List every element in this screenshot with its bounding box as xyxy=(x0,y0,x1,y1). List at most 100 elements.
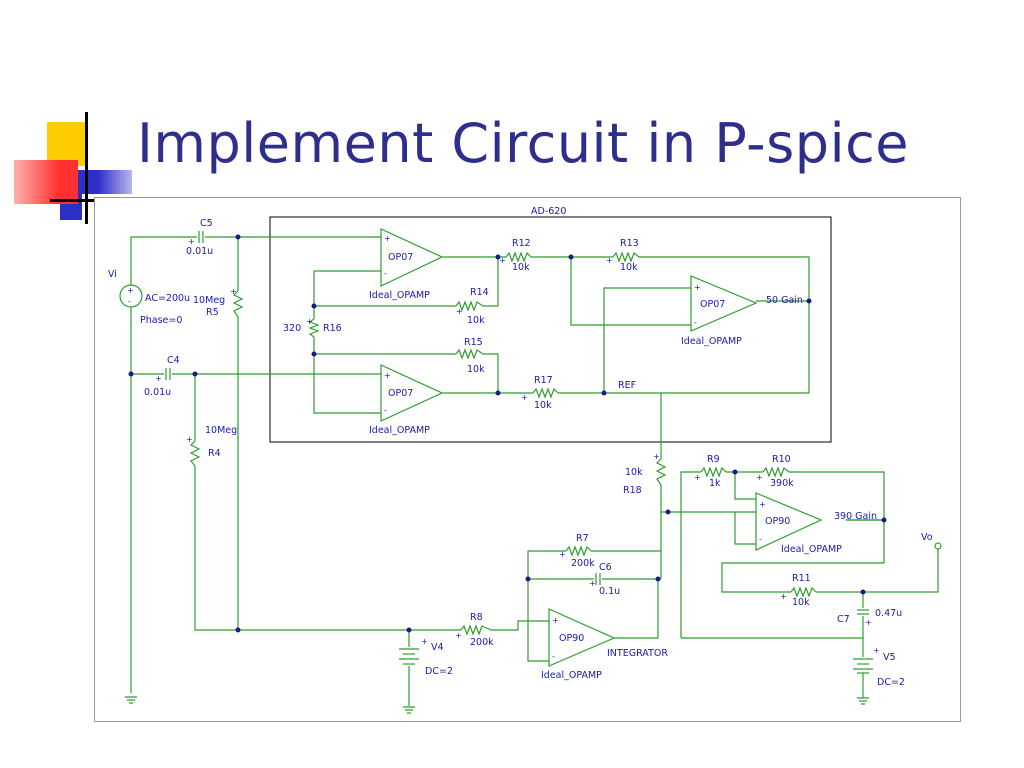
resistor-r8: + R8 200k xyxy=(455,612,494,648)
ad620-block-label: AD-620 xyxy=(531,206,566,217)
capacitor-c6: + C6 0.1u xyxy=(589,562,620,597)
svg-text:+: + xyxy=(589,579,596,588)
svg-text:+: + xyxy=(756,473,763,482)
r8-value: 200k xyxy=(470,637,494,648)
vi-phase: Phase=0 xyxy=(140,315,182,326)
r5-value: 10Meg xyxy=(193,295,225,306)
wires xyxy=(130,236,939,706)
svg-text:+: + xyxy=(521,393,528,402)
capacitor-c4: + C4 0.01u xyxy=(144,355,180,398)
dc-source-v5: + V5 DC=2 xyxy=(853,646,905,688)
r9-name: R9 xyxy=(707,454,720,465)
resistor-r4: + 10Meg R4 xyxy=(186,425,237,467)
dc-source-v4: + V4 DC=2 xyxy=(399,637,453,677)
c7-value: 0.47u xyxy=(875,608,902,619)
ad620-block-outline xyxy=(269,216,832,443)
resistor-r7: + R7 200k xyxy=(559,533,595,569)
opamp-a4-model: Ideal_OPAMP xyxy=(781,544,842,555)
junction-dots xyxy=(128,234,887,633)
svg-text:+: + xyxy=(455,631,462,640)
output-terminal-vo: Vo xyxy=(921,532,942,550)
opamp-a2-model: Ideal_OPAMP xyxy=(369,425,430,436)
r11-name: R11 xyxy=(792,573,811,584)
svg-text:-: - xyxy=(552,652,555,661)
r5-name: R5 xyxy=(206,307,219,318)
opamp-a3-note: 50 Gain xyxy=(766,295,803,306)
resistor-r5: + 10Meg R5 xyxy=(193,287,244,318)
svg-text:-: - xyxy=(759,535,762,544)
ref-label: REF xyxy=(618,380,636,391)
opamp-a5-note: INTEGRATOR xyxy=(607,648,668,659)
r8-name: R8 xyxy=(470,612,483,623)
svg-text:+: + xyxy=(186,435,193,444)
svg-text:+: + xyxy=(421,637,428,646)
resistor-r9: + R9 1k xyxy=(694,454,727,489)
schematic-frame: AD-620 xyxy=(94,197,961,722)
title-deco-vertical-line xyxy=(85,112,88,224)
svg-text:-: - xyxy=(384,269,387,278)
opamp-a3-model: Ideal_OPAMP xyxy=(681,336,742,347)
svg-text:+: + xyxy=(384,371,391,380)
opamp-a4-name: OP90 xyxy=(765,516,790,527)
title-deco-red-square xyxy=(14,160,78,204)
r14-value: 10k xyxy=(467,315,485,326)
r13-value: 10k xyxy=(620,262,638,273)
r11-value: 10k xyxy=(792,597,810,608)
svg-text:+: + xyxy=(188,237,195,246)
c7-name: C7 xyxy=(837,614,850,625)
resistor-r10: + R10 390k xyxy=(756,454,794,489)
r17-value: 10k xyxy=(534,400,552,411)
title-deco-yellow-square xyxy=(47,122,87,166)
opamp-a1: + - OP07 Ideal_OPAMP xyxy=(369,228,444,301)
r18-name: R18 xyxy=(623,485,642,496)
c6-value: 0.1u xyxy=(599,586,620,597)
r10-name: R10 xyxy=(772,454,791,465)
opamp-a4-note: 390 Gain xyxy=(834,511,877,522)
opamp-a1-model: Ideal_OPAMP xyxy=(369,290,430,301)
opamp-a1-name: OP07 xyxy=(388,252,413,263)
r13-name: R13 xyxy=(620,238,639,249)
resistor-r17: + R17 10k xyxy=(521,375,559,411)
opamp-a5-model: Ideal_OPAMP xyxy=(541,670,602,681)
r16-value: 320 xyxy=(283,323,301,334)
resistor-r14: + R14 10k xyxy=(455,287,489,326)
c4-value: 0.01u xyxy=(144,387,171,398)
svg-text:+: + xyxy=(127,286,134,295)
slide-title: Implement Circuit in P-spice xyxy=(137,112,909,175)
svg-text:+: + xyxy=(653,452,660,461)
opamp-a2-name: OP07 xyxy=(388,388,413,399)
svg-text:+: + xyxy=(694,283,701,292)
svg-text:+: + xyxy=(384,234,391,243)
svg-text:-: - xyxy=(384,406,387,415)
v4-name: V4 xyxy=(431,642,444,653)
r12-value: 10k xyxy=(512,262,530,273)
resistor-r15: R15 10k xyxy=(455,337,485,375)
r9-value: 1k xyxy=(709,478,721,489)
svg-text:+: + xyxy=(780,592,787,601)
svg-text:+: + xyxy=(694,473,701,482)
opamp-a5-name: OP90 xyxy=(559,633,584,644)
r7-value: 200k xyxy=(571,558,595,569)
svg-text:+: + xyxy=(456,307,463,316)
vi-name: Vi xyxy=(108,269,117,280)
vi-ac: AC=200u xyxy=(145,293,190,304)
svg-text:+: + xyxy=(230,287,237,296)
circuit-schematic: AD-620 xyxy=(108,206,942,714)
r15-value: 10k xyxy=(467,364,485,375)
r18-value: 10k xyxy=(625,467,643,478)
c6-name: C6 xyxy=(599,562,612,573)
opamp-a2: + - OP07 Ideal_OPAMP xyxy=(369,364,444,436)
v5-dc: DC=2 xyxy=(877,677,905,688)
svg-text:+: + xyxy=(306,317,313,326)
ground-symbols xyxy=(125,696,869,714)
svg-text:+: + xyxy=(865,618,872,627)
r10-value: 390k xyxy=(770,478,794,489)
resistor-r13: + R13 10k xyxy=(606,238,640,273)
resistor-r18: + 10k R18 xyxy=(623,452,667,496)
opamp-a3: +- OP07 Ideal_OPAMP 50 Gain xyxy=(681,275,803,347)
svg-text:+: + xyxy=(552,616,559,625)
r17-name: R17 xyxy=(534,375,553,386)
ac-source-vi: + - Vi AC=200u Phase=0 xyxy=(108,269,190,326)
opamp-a5: + - OP90 Ideal_OPAMP INTEGRATOR xyxy=(541,608,668,681)
v5-name: V5 xyxy=(883,652,896,663)
